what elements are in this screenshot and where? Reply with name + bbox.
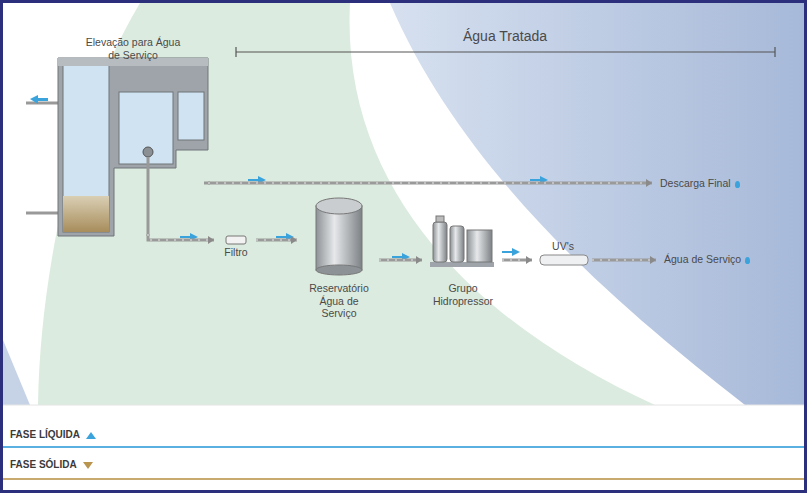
pipe (208, 179, 652, 187)
bracket-label: Água Tratada (463, 28, 547, 44)
node-text: Descarga Final (660, 177, 731, 190)
pump-group: Grupo Hidropressor (424, 212, 502, 309)
pipe (148, 234, 214, 244)
node-text: Grupo Hidropressor (426, 282, 500, 307)
legend-text: FASE LÍQUIDA (10, 429, 80, 440)
pipe (502, 256, 532, 264)
legend-swatch (83, 462, 93, 469)
water-drop (735, 181, 740, 188)
reservoir: Reservatório Água de Serviço (299, 192, 379, 322)
node-text: Elevação para Água de Serviço (81, 36, 185, 61)
lift-station: Elevação para Água de Serviço (58, 34, 208, 234)
pipe (592, 256, 656, 264)
outlet-label: Descarga Final (654, 175, 742, 192)
legend-entry: FASE LÍQUIDA (10, 429, 96, 440)
node-text: Reservatório Água de Serviço (301, 282, 377, 320)
legend-swatch (86, 432, 96, 439)
node-text: UV's (536, 240, 590, 253)
filter: Filtro (216, 234, 256, 261)
uv-unit: UV's (534, 238, 592, 267)
node-text: Filtro (218, 246, 254, 259)
node-text: Água de Serviço (664, 253, 741, 266)
outlet-label: Água de Serviço (658, 251, 752, 268)
pipe (256, 236, 297, 244)
water-drop (745, 257, 750, 264)
legend-entry: FASE SÓLIDA (10, 459, 93, 470)
pipe (379, 256, 422, 264)
legend-text: FASE SÓLIDA (10, 459, 77, 470)
